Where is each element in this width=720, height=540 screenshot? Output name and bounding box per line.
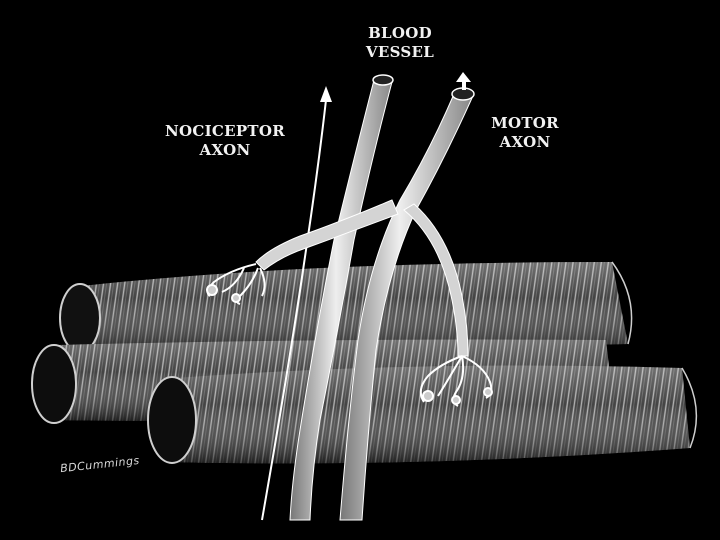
motor-label-line-1: MOTOR: [491, 114, 559, 132]
nociceptor-axon: [261, 86, 332, 521]
muscle-fiber-back: [59, 261, 633, 353]
motor-axon: [255, 72, 475, 521]
up-arrow-icon: [320, 86, 332, 102]
nociceptor-axon-label: NOCICEPTOR AXON: [160, 122, 290, 160]
motor-end-plate: [419, 355, 493, 407]
nociceptor-label-line-2: AXON: [199, 141, 251, 159]
nociceptor-label-line-1: NOCICEPTOR: [164, 122, 286, 140]
muscle-fiber-front: [147, 365, 698, 464]
motor-label-line-2: AXON: [499, 133, 551, 151]
motor-axon-label: MOTOR AXON: [470, 114, 580, 152]
down-arrow-icon: [456, 72, 471, 90]
blood-vessel-label-line-2: VESSEL: [365, 43, 435, 61]
blood-vessel-label: BLOOD VESSEL: [335, 24, 465, 62]
sensory-ending: [206, 263, 266, 305]
blood-vessel-label-line-1: BLOOD: [368, 24, 432, 42]
blood-vessel: [289, 74, 394, 521]
